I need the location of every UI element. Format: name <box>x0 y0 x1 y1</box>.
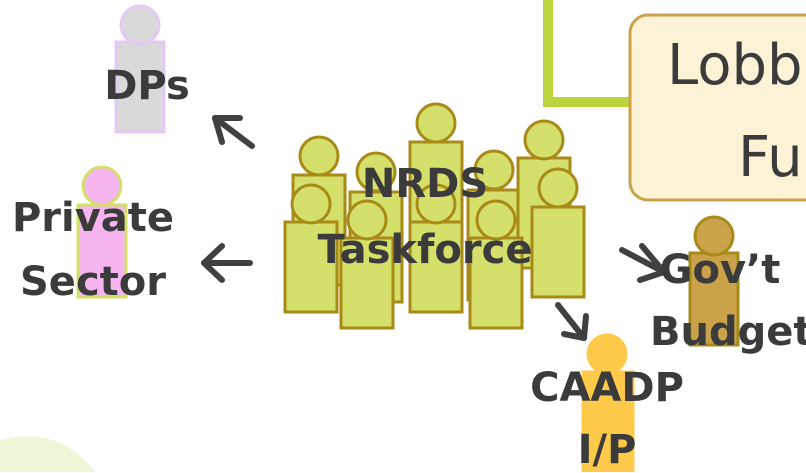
arrow-to-dps <box>212 115 255 149</box>
caadp-label-line2: I/P <box>577 427 637 473</box>
govt-budget-label-line2: Budget <box>650 309 806 355</box>
lobby-box-line2: Fu <box>738 125 803 190</box>
caadp-person-icon <box>581 333 635 472</box>
private-sector-label-line2: Sector <box>20 259 166 305</box>
govt-budget-person-icon <box>688 215 740 347</box>
private-sector-label-line1: Private <box>11 195 175 241</box>
taskforce-label-line2: Taskforce <box>317 227 533 273</box>
connector-line <box>543 0 632 107</box>
govt-budget-label-line1: Gov’t <box>659 247 781 293</box>
taskforce-label-line1: NRDS <box>361 161 489 207</box>
private-sector-person-icon <box>76 165 128 299</box>
lobby-box-line1: Lobb <box>667 33 803 98</box>
taskforce-crowd-icon <box>283 102 586 330</box>
arrow-to-caadp <box>555 302 589 341</box>
caadp-label-line1: CAADP <box>530 365 684 411</box>
dps-person-icon <box>114 4 166 134</box>
arrow-to-govt-budget <box>619 243 667 283</box>
lobby-box <box>628 13 806 202</box>
background-blob <box>0 436 95 472</box>
dps-label: DPs <box>104 63 190 109</box>
arrow-to-private-sector <box>201 243 253 283</box>
